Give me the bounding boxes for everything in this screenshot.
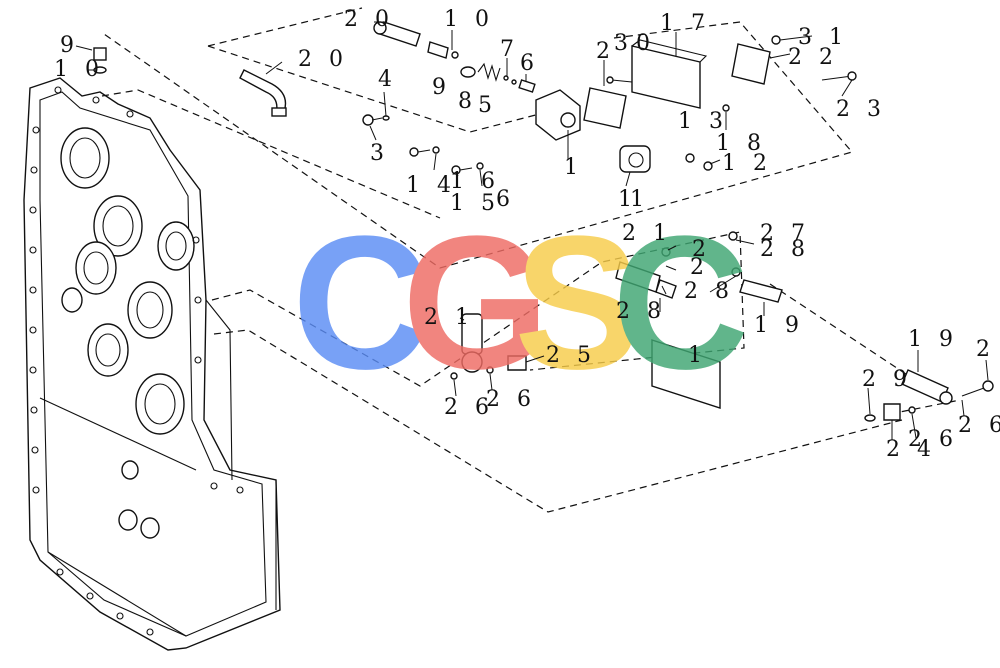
watermark: C G S C bbox=[292, 197, 749, 409]
callout-5: 5 bbox=[478, 93, 497, 118]
callout-12: 1 2 bbox=[722, 151, 772, 176]
callout-29: 2 9 bbox=[862, 367, 912, 392]
callout-26-b: 2 6 bbox=[486, 387, 536, 412]
callout-27: 2 7 bbox=[760, 221, 810, 246]
callout-15: 1 5 bbox=[450, 191, 500, 216]
callout-19-right: 1 9 bbox=[908, 327, 958, 352]
callout-9: 9 bbox=[60, 33, 79, 58]
callout-31: 3 1 bbox=[798, 25, 848, 50]
callout-17: 1 7 bbox=[660, 11, 710, 36]
callout-4-top: 4 bbox=[378, 67, 397, 92]
callout-23: 2 3 bbox=[836, 97, 886, 122]
callout-20-left: 2 0 bbox=[298, 47, 348, 72]
callout-26-a: 2 6 bbox=[444, 395, 494, 420]
callout-14: 1 4 bbox=[406, 173, 456, 198]
callout-9-top: 9 bbox=[432, 75, 451, 100]
watermark-letter-c2: C bbox=[612, 197, 749, 409]
callout-6: 6 bbox=[520, 51, 539, 76]
callout-19-mid: 1 9 bbox=[754, 313, 804, 338]
callout-25: 2 5 bbox=[546, 343, 596, 368]
callout-26-d: 2 6 bbox=[958, 413, 1000, 438]
parts-bottom-group bbox=[450, 231, 994, 422]
callout-0: 0 bbox=[636, 31, 655, 56]
callout-leaders bbox=[75, 21, 989, 440]
callout-26-c: 2 6 bbox=[908, 427, 958, 452]
callout-3-top: 3 bbox=[370, 141, 389, 166]
callout-6-bottom: 6 bbox=[496, 187, 515, 212]
callout-24: 2 4 bbox=[886, 437, 936, 462]
callout-labels: 9 1 0 2 0 1 0 2 0 4 3 9 8 5 7 6 2 3 0 1 … bbox=[54, 7, 1000, 462]
callout-16: 1 6 bbox=[450, 169, 500, 194]
callout-2-right-b: 2 bbox=[690, 255, 709, 280]
callout-3-plate: 3 bbox=[614, 31, 633, 56]
callout-2-right-end: 2 bbox=[976, 337, 995, 362]
watermark-letter-c1: C bbox=[292, 197, 429, 409]
watermark-letter-g: G bbox=[402, 197, 550, 409]
callout-20-top: 2 0 bbox=[344, 7, 394, 32]
callout-11: 1 bbox=[618, 187, 637, 212]
callout-10-top: 1 0 bbox=[444, 7, 494, 32]
watermark-letter-s: S bbox=[514, 197, 641, 409]
callout-10-housing: 1 0 bbox=[54, 57, 104, 82]
callout-21-top: 2 1 bbox=[622, 221, 672, 246]
callout-22: 2 2 bbox=[788, 45, 838, 70]
callout-28-c: 2 8 bbox=[616, 299, 666, 324]
transmission-housing bbox=[23, 77, 281, 651]
callout-18: 1 8 bbox=[716, 131, 766, 156]
callout-2-right-a: 2 bbox=[692, 237, 711, 262]
callout-8: 8 bbox=[458, 89, 477, 114]
callout-2-plate: 2 bbox=[596, 39, 615, 64]
parts-top-group bbox=[93, 21, 857, 175]
callout-7: 7 bbox=[500, 37, 519, 62]
callout-21-mid: 2 1 bbox=[424, 305, 474, 330]
callout-1-block: 1 bbox=[688, 343, 707, 368]
callout-28-a: 2 8 bbox=[760, 237, 810, 262]
callout-11-second: 1 bbox=[630, 187, 649, 212]
callout-28-b: 2 8 bbox=[684, 279, 734, 304]
callout-13: 1 3 bbox=[678, 109, 728, 134]
callout-1-valve: 1 bbox=[564, 155, 583, 180]
